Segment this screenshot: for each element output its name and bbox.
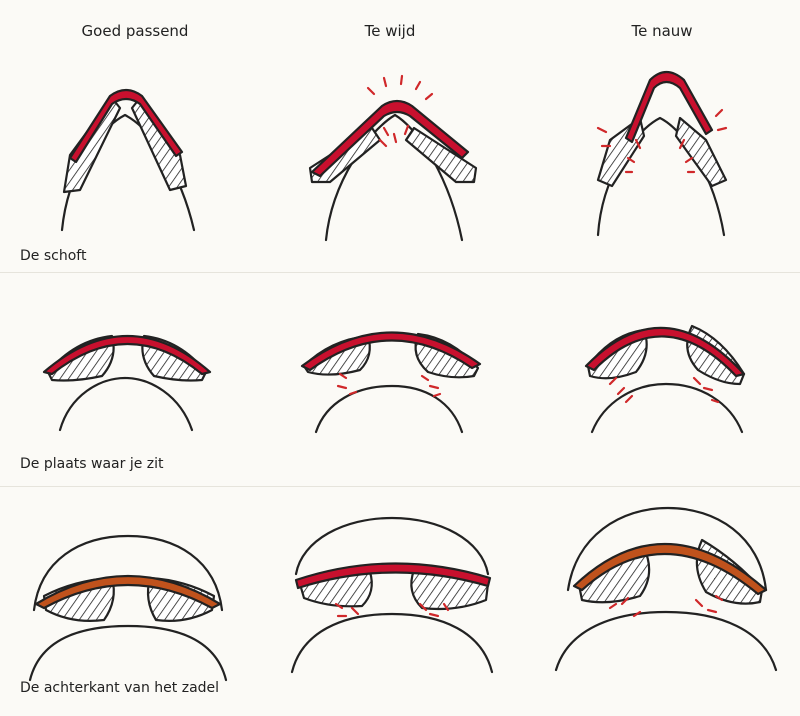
saddle-tree [34, 575, 222, 610]
seat-too-wide [300, 331, 482, 434]
saddle-tree [624, 70, 714, 144]
seat-too-narrow [584, 324, 746, 434]
withers-good-fit [60, 88, 196, 232]
withers-too-narrow [596, 70, 728, 237]
pressure-marks [608, 594, 724, 618]
back-outline [314, 384, 464, 434]
row-label-withers: De schoft [20, 248, 87, 264]
back-outline [590, 382, 744, 434]
pressure-marks [596, 108, 728, 174]
saddle-tree [584, 326, 746, 378]
row-label-rear: De achterkant van het zadel [20, 680, 220, 696]
back-outline [554, 610, 778, 672]
pressure-marks [336, 372, 442, 398]
saddle-panel-right [674, 116, 728, 188]
column-header-too-wide: Te wijd [364, 22, 416, 40]
saddle-outline [294, 516, 490, 576]
column-header-good-fit: Goed passend [81, 22, 189, 40]
row-divider-1 [0, 272, 800, 273]
saddle-outline [566, 506, 768, 592]
pressure-marks [608, 376, 720, 404]
saddle-tree [300, 331, 482, 372]
back-outline [28, 624, 228, 682]
row-divider-2 [0, 486, 800, 487]
saddle-panel-right [404, 126, 478, 184]
rear-too-wide [290, 516, 494, 674]
column-header-too-narrow: Te nauw [631, 22, 693, 40]
back-outline [290, 612, 494, 674]
saddle-outline [32, 534, 224, 612]
saddle-panel-right [130, 96, 188, 192]
rear-good-fit [28, 534, 228, 682]
pressure-marks [334, 602, 450, 618]
withers-too-wide [308, 74, 478, 242]
saddle-tree [294, 562, 492, 590]
saddle-tree [572, 542, 768, 596]
saddle-tree [42, 335, 212, 376]
saddle-tree [68, 88, 184, 164]
pressure-marks [366, 74, 434, 148]
seat-good-fit [42, 334, 212, 432]
saddle-tree [310, 99, 470, 178]
saddle-panel-left [62, 96, 122, 194]
withers-outline [324, 113, 464, 242]
back-outline [58, 376, 194, 432]
row-label-seat: De plaats waar je zit [20, 456, 164, 472]
rear-too-narrow [554, 506, 778, 672]
